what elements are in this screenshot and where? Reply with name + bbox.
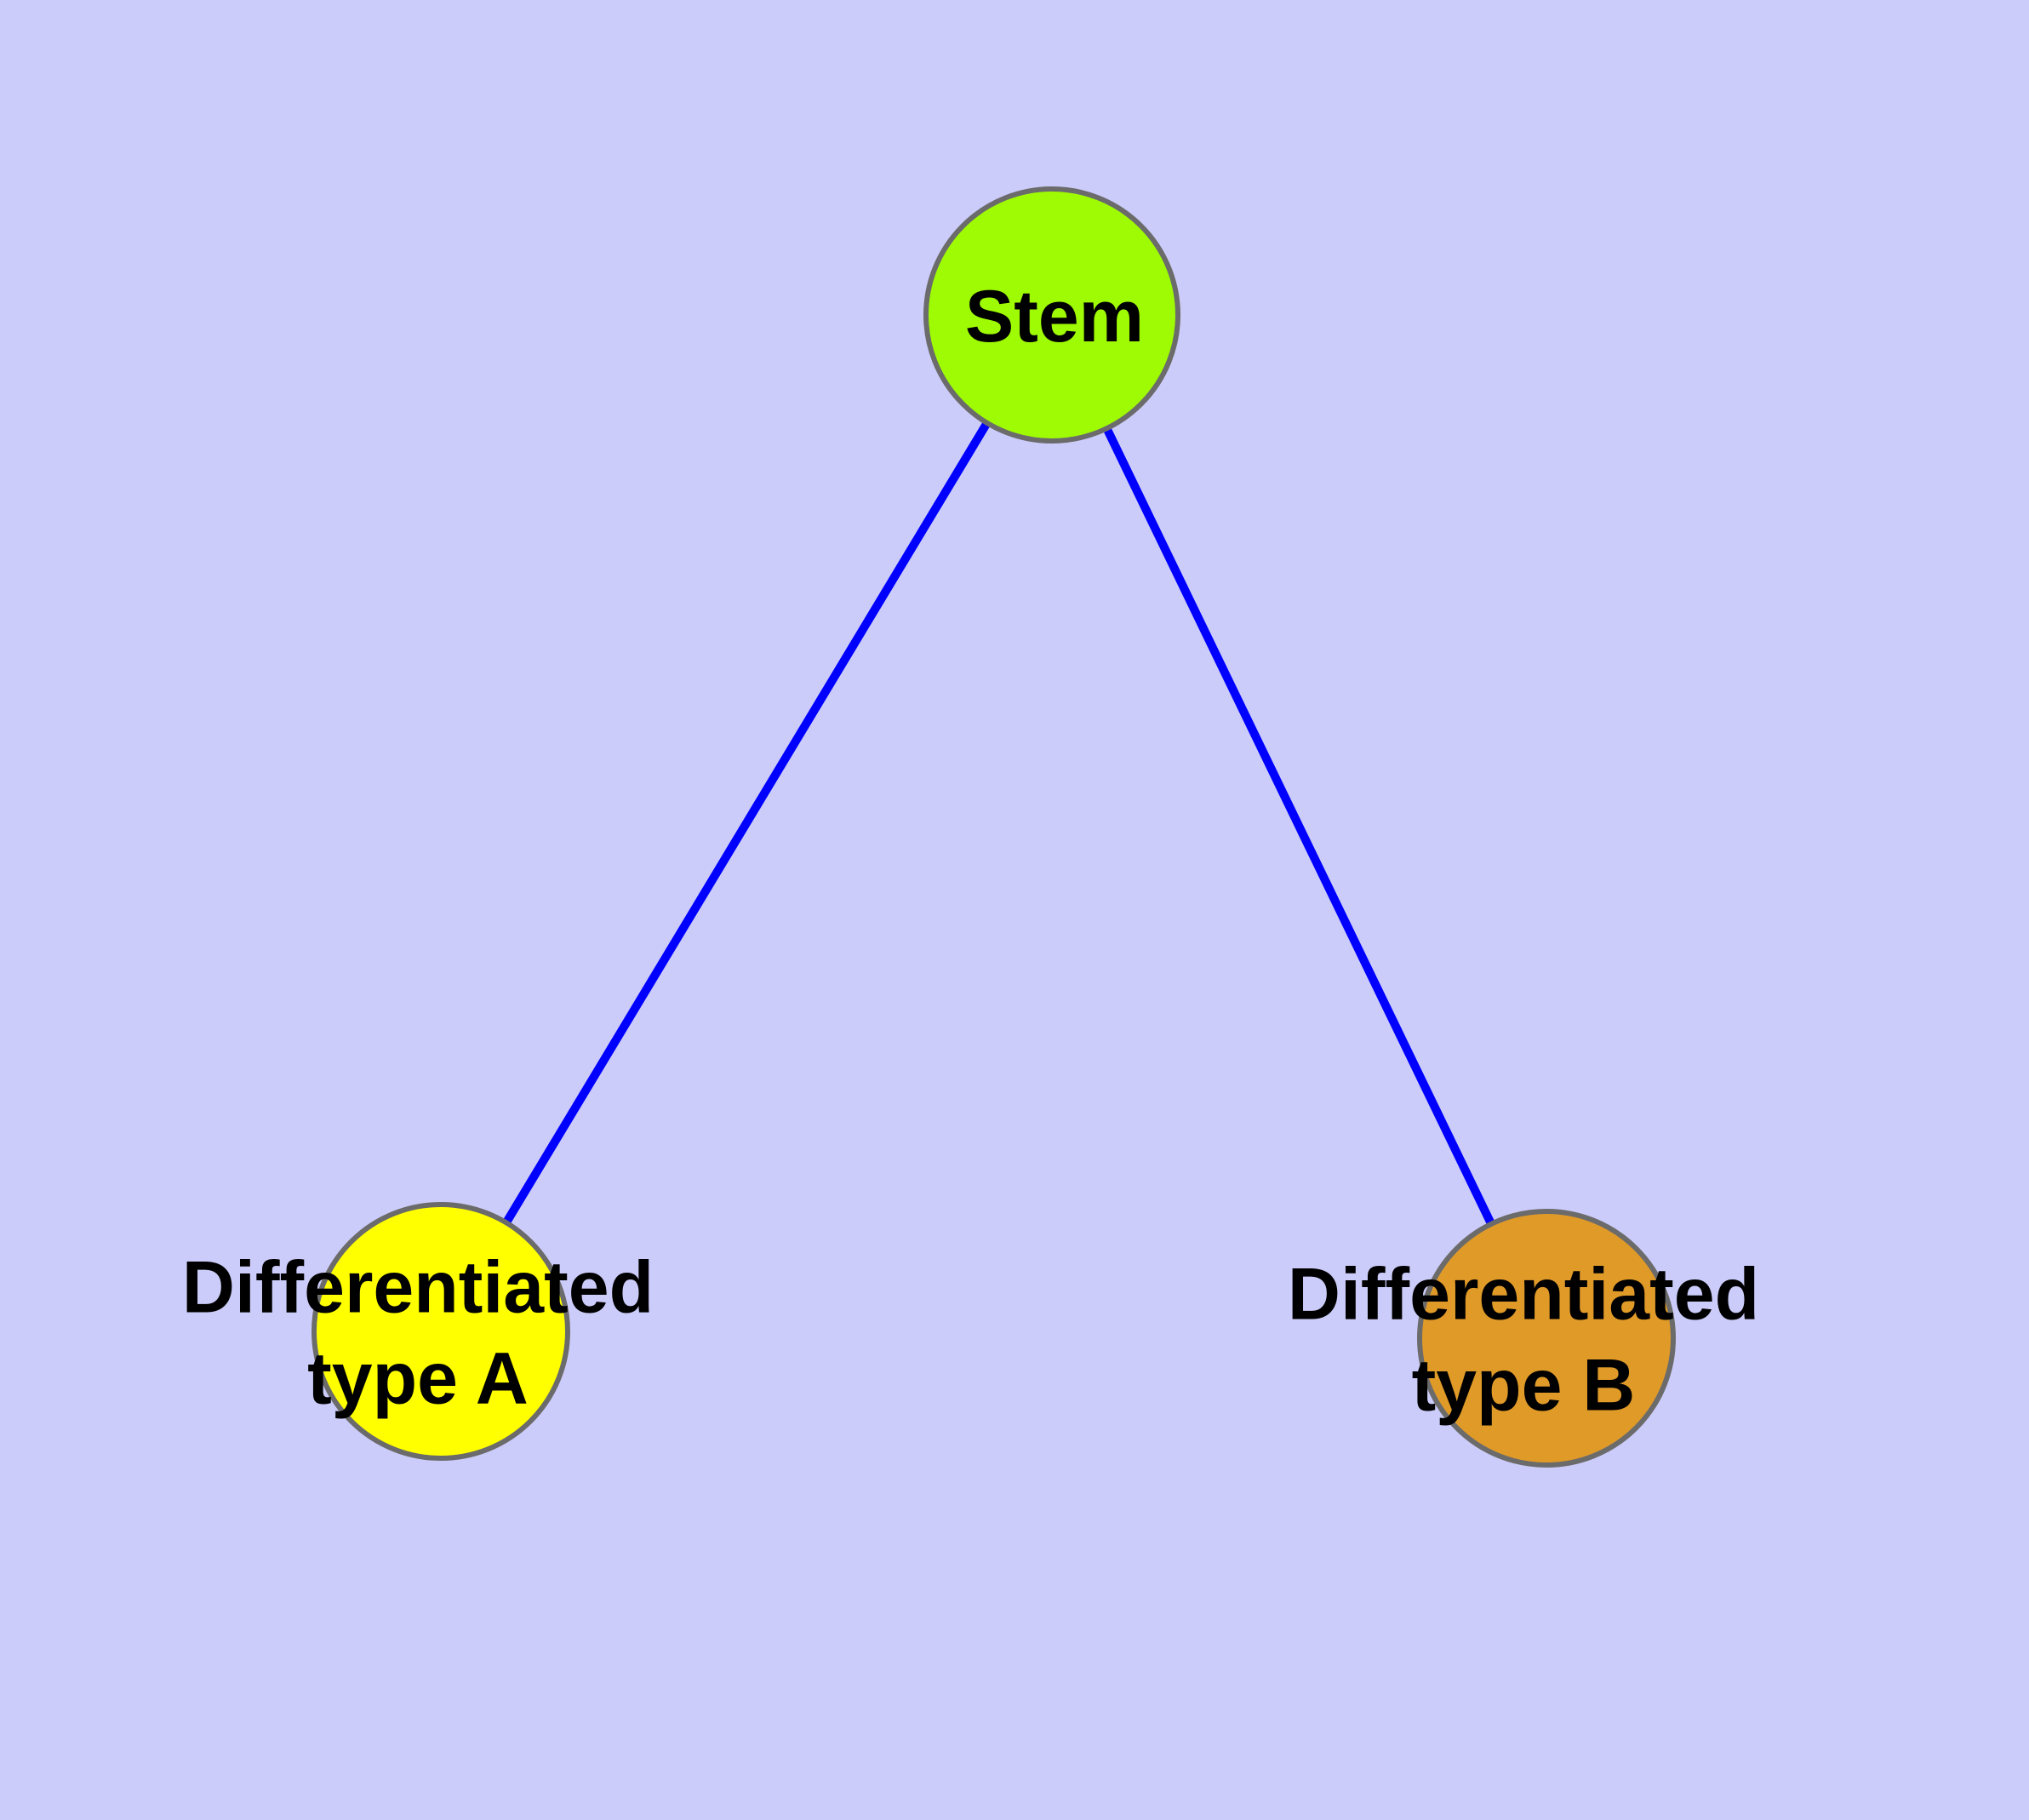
node-layer	[311, 186, 1676, 1468]
node-label-line: Stem	[965, 276, 1144, 358]
node-label-line: Differentiated	[1288, 1253, 1759, 1335]
node-label-differentiated-type-b: Differentiated type B	[1288, 1253, 1759, 1426]
node-differentiated-type-a[interactable]	[311, 1202, 570, 1461]
node-label-layer: Stem Differentiated type A Differentiated…	[182, 276, 1759, 1427]
node-label-differentiated-type-a: Differentiated type A	[182, 1246, 654, 1419]
edge-layer	[437, 312, 1551, 1341]
node-label-line: Differentiated	[182, 1246, 654, 1328]
edge-stem-to-differentiated-type-a[interactable]	[437, 312, 1056, 1334]
node-label-line: type B	[1412, 1344, 1636, 1426]
node-label-stem: Stem	[965, 276, 1144, 358]
edge-stem-to-differentiated-type-b[interactable]	[1048, 312, 1551, 1341]
node-stem[interactable]	[923, 186, 1180, 444]
node-differentiated-type-b[interactable]	[1417, 1209, 1676, 1468]
node-label-line: type A	[307, 1337, 529, 1419]
